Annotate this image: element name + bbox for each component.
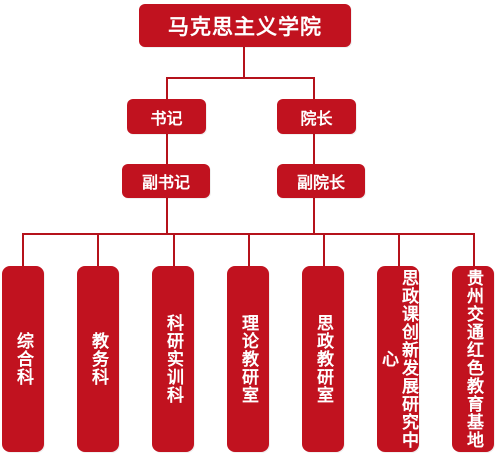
node-dept-innovation-center: 思政课创新发展研究中心 (377, 266, 419, 452)
node-root: 马克思主义学院 (139, 4, 351, 47)
node-dept-general-office-label: 综合科 (13, 332, 33, 386)
connector-root-down (243, 47, 245, 78)
connector-dept-3 (173, 233, 175, 267)
node-root-label: 马克思主义学院 (168, 14, 322, 39)
connector-dept-1 (22, 233, 24, 267)
node-dean: 院长 (277, 99, 356, 134)
node-dept-research-training-label: 科研实训科 (163, 314, 183, 404)
connector-dept-7 (473, 233, 475, 267)
node-dept-red-education-base-label: 贵州交通红色教育基地 (463, 269, 483, 449)
node-dean-label: 院长 (300, 108, 333, 128)
connector-dept-6 (398, 233, 400, 267)
connector-dept-5 (323, 233, 325, 267)
connector-dean-deputy (313, 134, 315, 164)
node-dept-red-education-base: 贵州交通红色教育基地 (452, 266, 494, 452)
node-deputy-secretary-label: 副书记 (141, 173, 190, 192)
node-dept-academic-affairs: 教务科 (77, 266, 119, 452)
node-secretary-label: 书记 (150, 108, 183, 128)
node-dept-theory-teaching-label: 理论教研室 (238, 314, 258, 404)
connector-dept-2 (97, 233, 99, 267)
node-dept-general-office: 综合科 (2, 266, 44, 452)
connector-secretary-deputy (166, 134, 168, 164)
node-dept-research-training: 科研实训科 (152, 266, 194, 452)
connector-dean-up (313, 77, 315, 99)
node-deputy-dean-label: 副院长 (296, 173, 345, 192)
node-secretary: 书记 (127, 99, 206, 134)
connector-dept-4 (248, 233, 250, 267)
connector-secretary-up (166, 77, 168, 99)
connector-deputy-secretary-down (166, 198, 168, 234)
connector-deputy-dean-down (313, 198, 315, 234)
node-dept-innovation-center-label: 思政课创新发展研究中心 (378, 269, 418, 449)
node-dept-ideology-teaching-label: 思政教研室 (313, 314, 333, 404)
node-dept-ideology-teaching: 思政教研室 (302, 266, 344, 452)
node-dept-theory-teaching: 理论教研室 (227, 266, 269, 452)
node-dept-academic-affairs-label: 教务科 (88, 332, 108, 386)
node-deputy-secretary: 副书记 (122, 164, 210, 198)
connector-top-horizontal (166, 77, 314, 79)
node-deputy-dean: 副院长 (277, 164, 365, 198)
